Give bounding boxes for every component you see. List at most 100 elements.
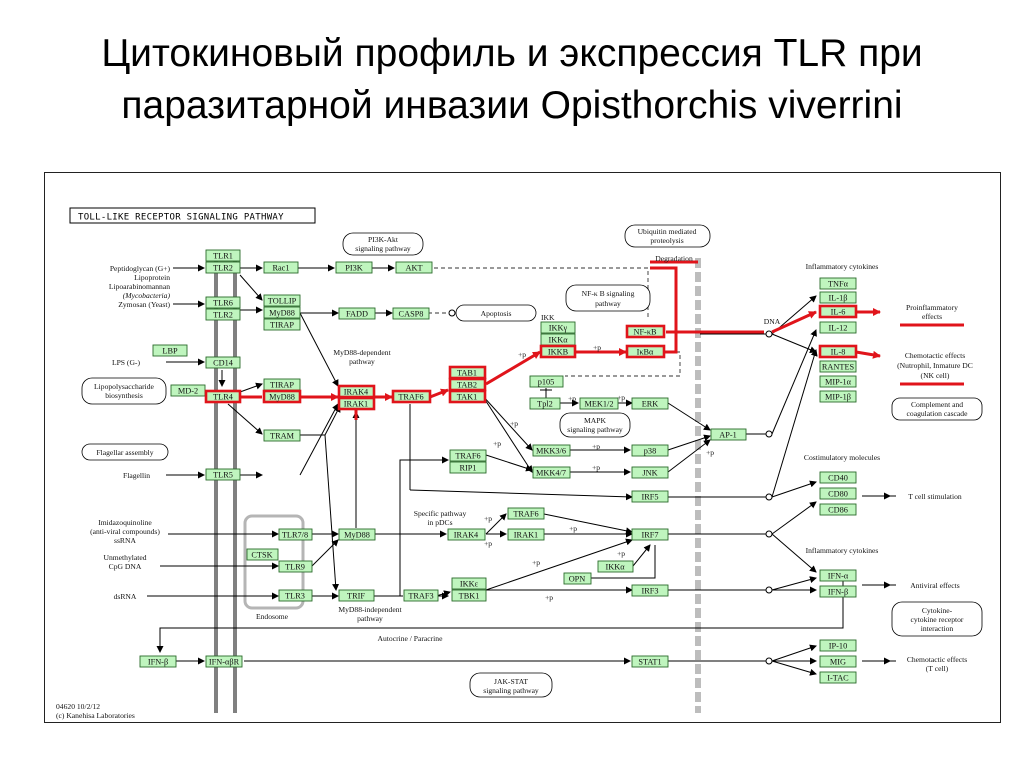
myd88-dependent-label-1: MyD88-dependent bbox=[333, 348, 391, 357]
gene-lbp: LBP bbox=[162, 347, 178, 356]
gene-tollip: TOLLIP bbox=[268, 297, 297, 306]
gene-tlr6: TLR6 bbox=[213, 299, 233, 308]
gene-ikk-gamma: IKKγ bbox=[549, 324, 568, 333]
pathway-title: TOLL-LIKE RECEPTOR SIGNALING PATHWAY bbox=[78, 213, 284, 223]
myd88-independent-label-2: pathway bbox=[357, 614, 383, 623]
gene-tlr9: TLR9 bbox=[285, 563, 305, 572]
gene-trif: TRIF bbox=[347, 592, 365, 601]
pi3k-akt-pathway-link[interactable] bbox=[342, 232, 424, 256]
ligand-lipoarabinomannan: Lipoarabinomannan bbox=[109, 282, 170, 291]
gene-ikkb: IKKB bbox=[548, 348, 569, 357]
gene-ikk-alpha-2: IKKα bbox=[605, 563, 625, 572]
gene-ikk-epsilon: IKKε bbox=[460, 580, 479, 589]
gene-ifn-alpha: IFN-α bbox=[828, 572, 849, 581]
gene-tab2: TAB2 bbox=[457, 381, 477, 390]
cytokine-receptor-label-1: Cytokine- bbox=[922, 606, 953, 615]
svg-text:+p: +p bbox=[484, 539, 492, 548]
gene-rac1: Rac1 bbox=[272, 264, 289, 273]
gene-opn: OPN bbox=[569, 575, 586, 584]
gene-irf5: IRF5 bbox=[641, 493, 658, 502]
jak-stat-label-1: JAK-STAT bbox=[494, 677, 528, 686]
gene-tnfa: TNFα bbox=[828, 280, 849, 289]
gene-ifn-ab-receptor: IFN-αβR bbox=[209, 658, 240, 667]
svg-text:+p: +p bbox=[532, 558, 540, 567]
ligand-unmethylated: Unmethylated bbox=[103, 553, 146, 562]
pi3k-akt-label-1: PI3K-Akt bbox=[368, 235, 399, 244]
gene-tak1: TAK1 bbox=[457, 393, 478, 402]
autocrine-label: Autocrine / Paracrine bbox=[378, 634, 444, 643]
ligand-peptidoglycan: Peptidoglycan (G+) bbox=[110, 264, 171, 273]
complement-pathway-link[interactable] bbox=[891, 397, 983, 421]
ubiquitin-pathway-link[interactable] bbox=[624, 224, 711, 248]
gene-myd88-c: MyD88 bbox=[344, 531, 370, 540]
gene-irak1-b: IRAK1 bbox=[514, 531, 538, 540]
gene-cd40: CD40 bbox=[828, 474, 848, 483]
ligand-antiviral-compounds: (anti-viral compounds) bbox=[90, 527, 160, 536]
ligand-cpg-dna: CpG DNA bbox=[109, 562, 142, 571]
apoptosis-link[interactable] bbox=[455, 304, 537, 322]
ligand-mycobacteria: (Mycobacteria) bbox=[123, 291, 171, 300]
dna-label: DNA bbox=[764, 317, 781, 326]
myd88-dependent-label-2: pathway bbox=[349, 357, 375, 366]
ligand-lipoprotein: Lipoprotein bbox=[134, 273, 170, 282]
gene-il12: IL-12 bbox=[829, 324, 848, 333]
effect-arrows bbox=[866, 492, 891, 665]
gene-ikba: IκBα bbox=[637, 348, 654, 357]
gene-tlr2-a: TLR2 bbox=[213, 264, 233, 273]
chemotactic-label-3: (NK cell) bbox=[921, 371, 950, 380]
gene-tlr2-b: TLR2 bbox=[213, 311, 233, 320]
gene-traf6-c: TRAF6 bbox=[513, 510, 538, 519]
gene-tram: TRAM bbox=[270, 432, 295, 441]
svg-text:+p: +p bbox=[518, 350, 526, 359]
chemotactic-label-1: Chemotactic effects bbox=[905, 351, 965, 360]
cytokine-receptor-label-3: interaction bbox=[921, 624, 954, 633]
specific-pathway-label-1: Specific pathway bbox=[414, 509, 467, 518]
jak-stat-pathway-link[interactable] bbox=[469, 672, 553, 698]
flagellar-assembly-link[interactable] bbox=[81, 443, 169, 461]
complement-label-1: Complement and bbox=[911, 400, 963, 409]
svg-text:+p: +p bbox=[706, 448, 714, 457]
gene-fadd: FADD bbox=[346, 310, 368, 319]
gene-il8: IL-8 bbox=[831, 348, 846, 357]
costimulatory-label: Costimulatory molecules bbox=[804, 453, 880, 462]
mapk-label-1: MAPK bbox=[584, 416, 606, 425]
nfkb-pathway-label-2: pathway bbox=[595, 299, 621, 308]
gene-tirap-a: TIRAP bbox=[270, 321, 294, 330]
nfkb-pathway-link[interactable] bbox=[565, 284, 651, 312]
inflammatory-cytokines-label-2: Inflammatory cytokines bbox=[806, 546, 879, 555]
gene-cd14: CD14 bbox=[213, 359, 234, 368]
gene-traf3: TRAF3 bbox=[408, 592, 433, 601]
gene-ip10: IP-10 bbox=[829, 642, 847, 651]
inflammatory-cytokines-label: Inflammatory cytokines bbox=[806, 262, 879, 271]
chemotactic-label-2: (Nutrophil, Inmature DC bbox=[897, 361, 973, 370]
gene-ap1: AP-1 bbox=[719, 431, 737, 440]
gene-irak4-b: IRAK4 bbox=[454, 531, 479, 540]
gene-erk: ERK bbox=[642, 400, 659, 409]
mapk-label-2: signaling pathway bbox=[567, 425, 623, 434]
chemotactic-t-label-2: (T cell) bbox=[926, 664, 949, 673]
mapk-pathway-link[interactable] bbox=[559, 412, 631, 438]
gene-stat1: STAT1 bbox=[638, 658, 661, 667]
svg-text:+p: +p bbox=[568, 394, 576, 403]
lps-biosynthesis-link[interactable] bbox=[81, 377, 167, 405]
gene-nodes: TLR1 TLR2 TLR6 TLR2 LBP CD14 MD-2 TLR4 T… bbox=[139, 249, 858, 684]
pi3k-akt-label-2: signaling pathway bbox=[355, 244, 411, 253]
gene-tpl2: Tpl2 bbox=[537, 400, 553, 409]
gene-ifn-beta-1: IFN-β bbox=[148, 658, 168, 667]
gene-rantes: RANTES bbox=[822, 363, 855, 372]
gene-il6: IL-6 bbox=[831, 308, 846, 317]
gene-irak1: IRAK1 bbox=[344, 400, 368, 409]
gene-pi3k: PI3K bbox=[345, 264, 363, 273]
gene-tlr4: TLR4 bbox=[213, 393, 234, 402]
ligand-ssrna: ssRNA bbox=[114, 536, 136, 545]
svg-text:+p: +p bbox=[593, 343, 601, 352]
junction-circles bbox=[448, 309, 773, 665]
pathway-footer-id: 04620 10/2/12 bbox=[56, 702, 100, 711]
proinflammatory-label-1: Proinflammatory bbox=[906, 303, 958, 312]
ubiquitin-label-2: proteolysis bbox=[650, 236, 683, 245]
cytokine-receptor-link[interactable] bbox=[891, 601, 983, 637]
gene-itac: I-TAC bbox=[827, 674, 849, 683]
gene-md2: MD-2 bbox=[178, 387, 198, 396]
gene-traf6-a: TRAF6 bbox=[398, 393, 423, 402]
